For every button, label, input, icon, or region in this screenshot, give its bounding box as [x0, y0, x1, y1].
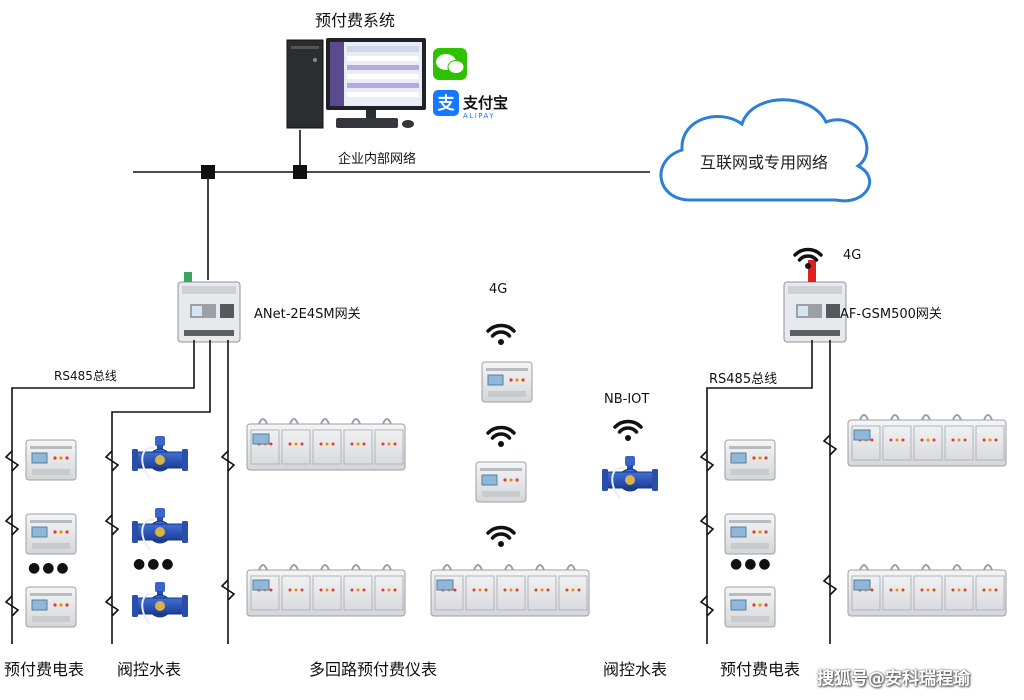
- wireless-signal-icon: [486, 323, 516, 347]
- alipay-name: 支付宝: [462, 94, 508, 112]
- multi-circuit-meter: [847, 564, 1007, 617]
- valve-water-meter: [131, 507, 189, 551]
- bus-tap: [4, 450, 20, 472]
- prepaid-meter-4g: [481, 361, 533, 403]
- gateway-right-device: [783, 260, 847, 343]
- bus-tap: [4, 514, 20, 536]
- alipay-icon: 支支付宝ALIPAY: [433, 90, 508, 120]
- valve-water-meter-nbiot: [601, 455, 659, 499]
- wireless-signal-icon: [613, 419, 643, 443]
- multi-circuit-meter: [430, 564, 590, 617]
- valve-water-meter: [131, 581, 189, 625]
- bus-tap: [220, 579, 236, 601]
- prepaid-meter-right: [724, 586, 776, 628]
- alipay-glyph: 支: [438, 93, 456, 114]
- prepaid-meter-left: [25, 439, 77, 481]
- bus-tap: [822, 574, 838, 596]
- bus-tap: [699, 450, 715, 472]
- gateway-left-device: [177, 281, 241, 343]
- bus-tap: [104, 514, 120, 536]
- wireless-signal-icon: [486, 525, 516, 549]
- cloud-icon: [659, 98, 872, 203]
- network-junction-1: [201, 165, 215, 179]
- prepaid-meter-left: [25, 513, 77, 555]
- alipay-en: ALIPAY: [463, 112, 495, 120]
- prepaid-meter-4g: [475, 461, 527, 503]
- multi-circuit-meter: [246, 418, 406, 471]
- bus-tap: [699, 595, 715, 617]
- prepaid-meter-right: [724, 439, 776, 481]
- bus-tap: [220, 450, 236, 472]
- computer-icon: [286, 38, 426, 129]
- bus-tap: [104, 450, 120, 472]
- wireless-signal-icon: [793, 247, 823, 271]
- wechat-icon: [433, 48, 467, 80]
- prepaid-meter-left: [25, 586, 77, 628]
- network-junction-2: [293, 165, 307, 179]
- gateway-left-antenna: [184, 272, 192, 282]
- prepaid-meter-right: [724, 513, 776, 555]
- bus-tap: [822, 434, 838, 456]
- valve-water-meter: [131, 435, 189, 479]
- bus-tap: [104, 595, 120, 617]
- bus-tap: [699, 514, 715, 536]
- multi-circuit-meter: [246, 564, 406, 617]
- wireless-signal-icon: [486, 425, 516, 449]
- bus-water-line: [111, 340, 211, 644]
- multi-circuit-meter: [847, 414, 1007, 467]
- bus-tap: [4, 595, 20, 617]
